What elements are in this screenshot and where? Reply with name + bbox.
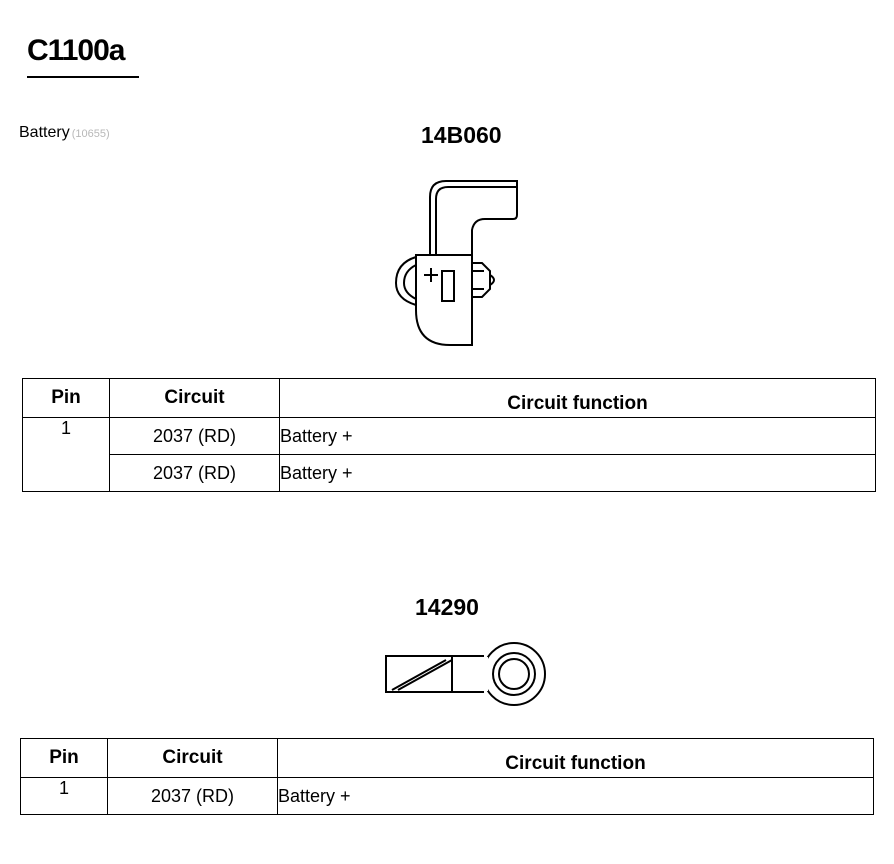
- title-underline: [27, 76, 139, 78]
- circuit-cell: 2037 (RD): [109, 417, 280, 455]
- battery-clamp-terminal-drawing: [394, 180, 518, 346]
- circuit-cell: 2037 (RD): [109, 454, 280, 492]
- pinout-table-1: Pin Circuit Circuit function 1 2037 (RD)…: [22, 378, 876, 492]
- header-circuit: Circuit: [107, 738, 278, 778]
- pin-cell: 1: [22, 417, 110, 492]
- function-cell: Battery +: [277, 777, 874, 815]
- component-faint-text: (10655): [71, 128, 110, 140]
- table-row: 2037 (RD) Battery +: [23, 454, 876, 492]
- table-row: 1 2037 (RD) Battery +: [22, 417, 876, 492]
- ring-terminal-drawing: [385, 642, 546, 706]
- header-circuit-function: Circuit function: [279, 378, 876, 418]
- function-cell: Battery +: [279, 454, 876, 492]
- header-circuit-function: Circuit function: [277, 738, 874, 778]
- function-cell: Battery +: [279, 417, 876, 455]
- component-label: Battery(10655): [19, 124, 110, 142]
- table-header-row: Pin Circuit Circuit function: [20, 738, 874, 778]
- component-name: Battery: [19, 124, 70, 141]
- table-row: 1 2037 (RD) Battery +: [20, 777, 874, 815]
- header-circuit: Circuit: [109, 378, 280, 418]
- connector-title: C1100a: [27, 34, 125, 67]
- part-number-2: 14290: [415, 594, 479, 620]
- pin-cell: 1: [20, 777, 108, 815]
- header-pin: Pin: [20, 738, 108, 778]
- circuit-cell: 2037 (RD): [107, 777, 278, 815]
- table-header-row: Pin Circuit Circuit function: [22, 378, 876, 418]
- part-number-1: 14B060: [421, 122, 502, 148]
- pinout-table-2: Pin Circuit Circuit function 1 2037 (RD)…: [20, 738, 874, 815]
- header-pin: Pin: [22, 378, 110, 418]
